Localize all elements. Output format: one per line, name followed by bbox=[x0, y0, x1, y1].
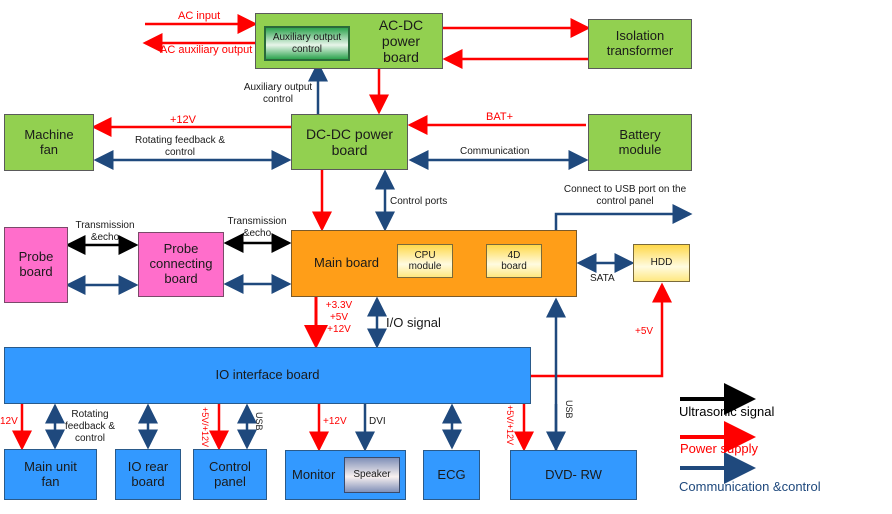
usb-connect-label: Connect to USB port on the control panel bbox=[563, 184, 687, 207]
rotating-feedback-label: Rotating feedback & control bbox=[134, 135, 226, 158]
speaker-block: Speaker bbox=[344, 457, 400, 493]
monitor-12v-label: +12V bbox=[323, 416, 347, 427]
isolation-transformer-block: Isolation transformer bbox=[588, 19, 692, 69]
legend-ultrasonic-label: Ultrasonic signal bbox=[679, 404, 775, 419]
bat-plus-label: BAT+ bbox=[486, 111, 514, 123]
fan-12v-label: +12V bbox=[170, 114, 196, 126]
probe-board-block: Probe board bbox=[4, 227, 68, 303]
aux-output-control-label: Auxiliary output control bbox=[243, 82, 313, 105]
legend-comm-label: Communication &control bbox=[679, 479, 821, 494]
ac-input-label: AC input bbox=[178, 10, 221, 22]
dvd-power-label: +5V/+12V bbox=[504, 405, 515, 446]
dvd-usb-label: USB bbox=[563, 400, 574, 419]
aux-output-control-block: Auxiliary output control bbox=[264, 26, 350, 61]
machine-fan-block: Machine fan bbox=[4, 114, 94, 171]
main-power-label: +3.3V +5V +12V bbox=[325, 300, 353, 335]
legend-power-label: Power supply bbox=[680, 441, 759, 456]
transmission-echo-label-1: Transmission &echo bbox=[75, 220, 135, 243]
ecg-block: ECG bbox=[423, 450, 480, 500]
ac-dc-label: AC-DC power board bbox=[378, 16, 424, 66]
io-signal-label: I/O signal bbox=[386, 315, 441, 330]
dvi-label: DVI bbox=[369, 416, 386, 427]
dvd-rw-block: DVD- RW bbox=[510, 450, 637, 500]
dc-dc-power-board: DC-DC power board bbox=[291, 114, 408, 170]
rotating-feedback-bottom-label: Rotating feedback & control bbox=[64, 409, 116, 444]
battery-module-block: Battery module bbox=[588, 114, 692, 171]
hdd-block: HDD bbox=[633, 244, 690, 282]
cpu-module-block: CPU module bbox=[397, 244, 453, 278]
control-panel-block: Control panel bbox=[193, 449, 267, 500]
communication-label: Communication bbox=[460, 146, 530, 157]
transmission-echo-label-2: Transmission &echo bbox=[227, 216, 287, 239]
fan-bottom-12v-label: 12V bbox=[0, 416, 18, 427]
usb-connect-arrow bbox=[554, 204, 693, 231]
ac-aux-output-label: AC auxiliary output bbox=[160, 44, 253, 56]
io-rear-board-block: IO rear board bbox=[115, 449, 181, 500]
hdd-5v-label: +5V bbox=[635, 326, 654, 337]
hdd-power-arrow bbox=[531, 282, 672, 378]
io-interface-board-block: IO interface board bbox=[4, 347, 531, 404]
cp-power-label: +5V/+12V bbox=[199, 407, 210, 448]
main-unit-fan-block: Main unit fan bbox=[4, 449, 97, 500]
sata-label: SATA bbox=[590, 273, 615, 284]
control-ports-label: Control ports bbox=[390, 196, 448, 207]
4d-board-block: 4D board bbox=[486, 244, 542, 278]
probe-connecting-board-block: Probe connecting board bbox=[138, 232, 224, 297]
cp-usb-label: USB bbox=[253, 412, 264, 431]
